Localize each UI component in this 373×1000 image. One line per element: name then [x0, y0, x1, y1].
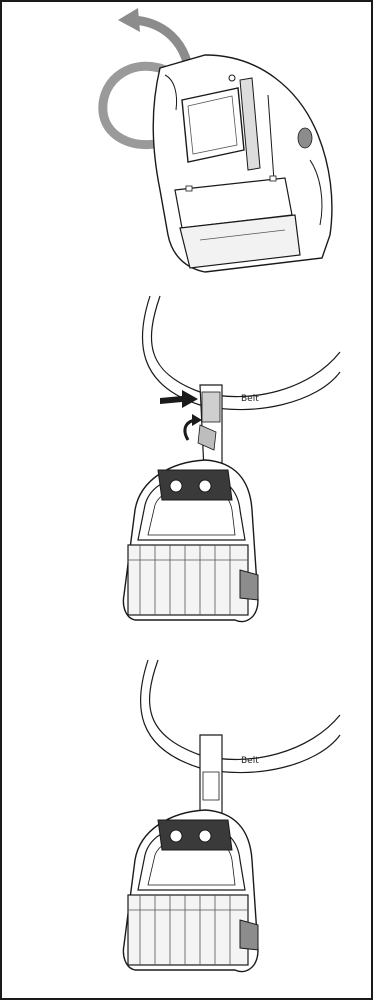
panel-1-printer-rear — [98, 8, 333, 273]
belt-clip-button — [297, 127, 313, 149]
belt-label-attached: Belt — [241, 756, 259, 766]
rotate-arrow-upper-head — [118, 8, 140, 32]
feed-button — [198, 479, 212, 493]
push-arrow — [160, 390, 198, 408]
panel-3-attached: Belt — [122, 659, 341, 973]
belt-strap-attached — [148, 659, 341, 761]
belt-label: Belt — [241, 394, 259, 404]
panel-2-attach-to-belt: Belt — [122, 295, 341, 623]
power-button — [169, 479, 183, 493]
battery-door — [181, 87, 245, 163]
belt-strap — [150, 295, 341, 398]
